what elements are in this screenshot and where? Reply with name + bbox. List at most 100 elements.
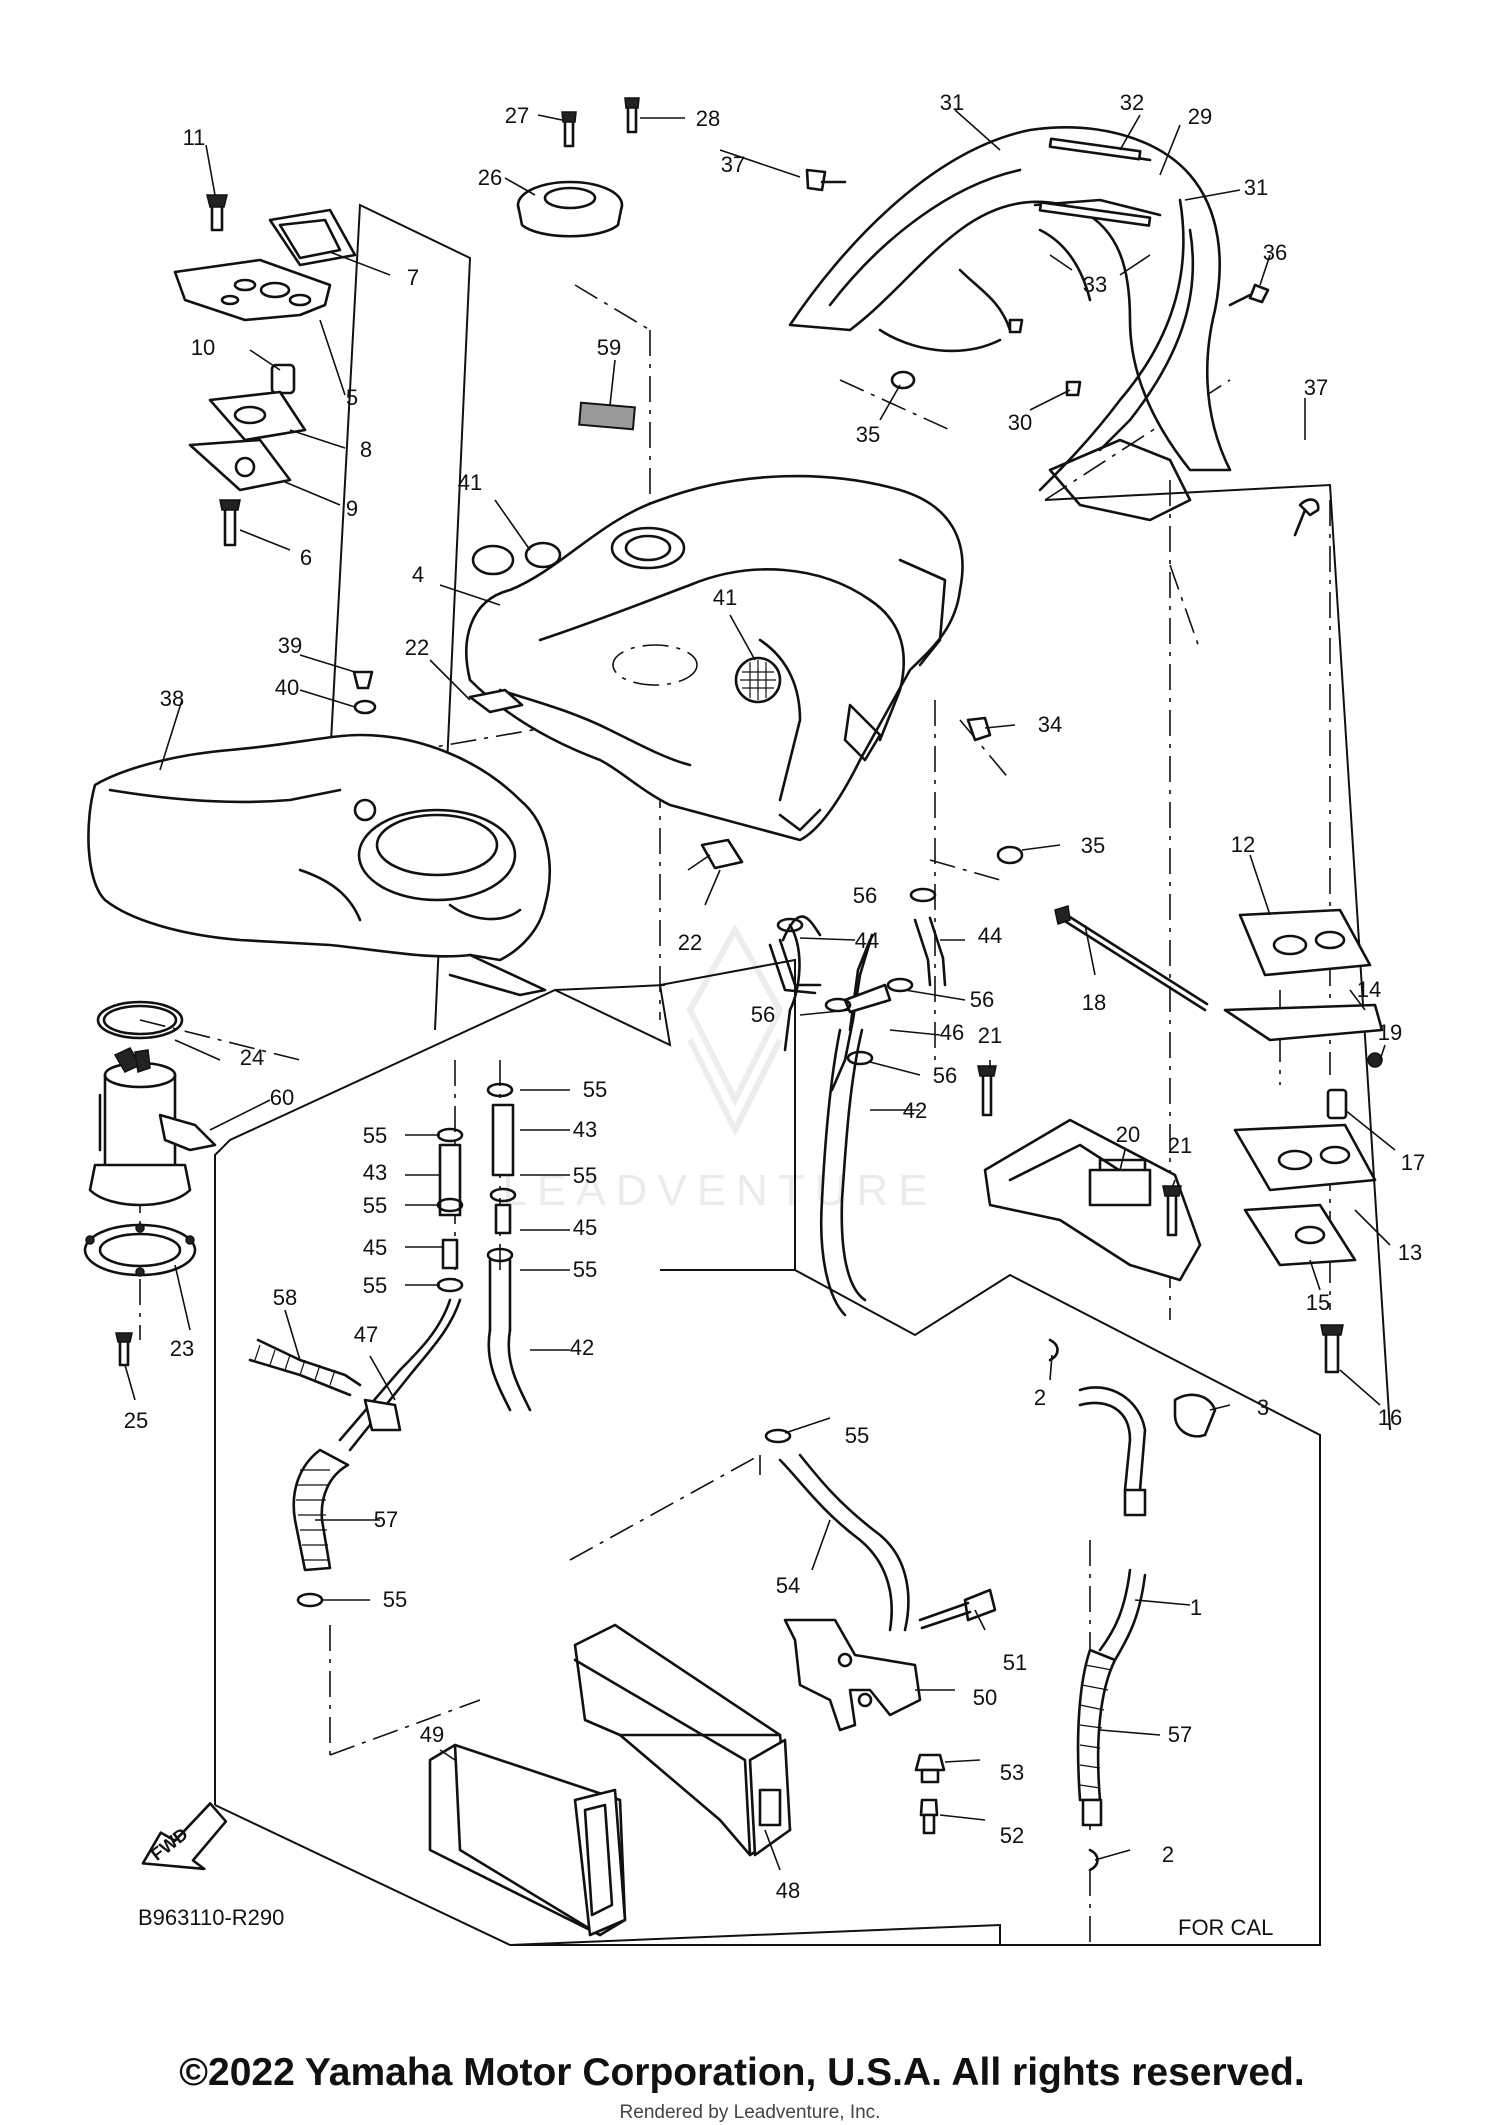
callout-3: 3 [1257, 1395, 1269, 1420]
bracket-assembly-left [173, 194, 357, 547]
callout-55-l1: 55 [363, 1123, 387, 1148]
callout-22-upper: 22 [405, 635, 429, 660]
callout-31-left: 31 [940, 90, 964, 115]
inner-fuel-tank [87, 733, 551, 997]
callout-55-r1: 55 [583, 1077, 607, 1102]
callout-37-left: 37 [721, 152, 745, 177]
callout-36: 36 [1263, 240, 1287, 265]
callout-18: 18 [1082, 990, 1106, 1015]
callout-55-canister: 55 [845, 1423, 869, 1448]
callout-57-left: 57 [374, 1507, 398, 1532]
copyright-notice: ©2022 Yamaha Motor Corporation, U.S.A. A… [179, 2051, 1304, 2094]
callout-45-left: 45 [363, 1235, 387, 1260]
callout-17: 17 [1401, 1150, 1425, 1175]
callout-58: 58 [273, 1285, 297, 1310]
callout-2-lower: 2 [1162, 1842, 1174, 1867]
leader-lines [124, 109, 1396, 1871]
callout-56-mid-left: 56 [751, 1002, 775, 1027]
callout-33: 33 [1083, 272, 1107, 297]
callout-57-right: 57 [1168, 1722, 1192, 1747]
callout-38: 38 [160, 686, 184, 711]
callout-46: 46 [940, 1020, 964, 1045]
callout-45-right: 45 [573, 1215, 597, 1240]
callout-24: 24 [240, 1045, 264, 1070]
callout-1: 1 [1190, 1595, 1202, 1620]
callout-56-lower: 56 [933, 1063, 957, 1088]
hose-clamps [296, 887, 1217, 1872]
tank-cover [465, 474, 964, 842]
callout-31-right: 31 [1244, 175, 1268, 200]
rendered-by-notice: Rendered by Leadventure, Inc. [620, 2102, 881, 2123]
fuel-cap-assembly [516, 97, 640, 431]
callout-34: 34 [1038, 712, 1062, 737]
callout-54: 54 [776, 1573, 800, 1598]
variant-label: FOR CAL [1178, 1915, 1273, 1940]
callout-9: 9 [346, 496, 358, 521]
callout-55-r3: 55 [573, 1257, 597, 1282]
callout-43-left: 43 [363, 1160, 387, 1185]
callout-59: 59 [597, 335, 621, 360]
callout-32: 32 [1120, 90, 1144, 115]
callout-60: 60 [270, 1085, 294, 1110]
callout-13: 13 [1398, 1240, 1422, 1265]
callout-8: 8 [360, 437, 372, 462]
callout-4: 4 [412, 562, 424, 587]
callout-55-l3: 55 [363, 1273, 387, 1298]
callout-26: 26 [478, 165, 502, 190]
callout-6: 6 [300, 545, 312, 570]
callout-50: 50 [973, 1685, 997, 1710]
callout-47: 47 [354, 1322, 378, 1347]
callout-5: 5 [346, 385, 358, 410]
callout-55-l2: 55 [363, 1193, 387, 1218]
leadventure-watermark: LEADVENTURE [502, 923, 937, 1215]
callout-21-left: 21 [978, 1023, 1002, 1048]
callout-14: 14 [1357, 977, 1381, 1002]
callout-12: 12 [1231, 832, 1255, 857]
callout-56-top: 56 [853, 883, 877, 908]
callout-40: 40 [275, 675, 299, 700]
bracket-assembly-right [977, 905, 1384, 1374]
callout-43-right: 43 [573, 1117, 597, 1142]
callout-11: 11 [183, 125, 206, 150]
callout-23: 23 [170, 1336, 194, 1361]
callout-55-bottom: 55 [383, 1587, 407, 1612]
callout-44-right: 44 [978, 923, 1002, 948]
callout-42-lower: 42 [570, 1335, 594, 1360]
callout-28: 28 [696, 106, 720, 131]
callout-41-right: 41 [713, 585, 737, 610]
grommets-and-clips [352, 370, 1024, 870]
hoses-and-tubes [248, 915, 1147, 1827]
callout-37-right: 37 [1304, 375, 1328, 400]
callout-25: 25 [124, 1408, 148, 1433]
callout-labels: 1 2 2 3 4 5 6 7 8 9 10 11 12 13 14 15 16… [124, 90, 1425, 1903]
callout-39: 39 [278, 633, 302, 658]
callout-21-right: 21 [1168, 1133, 1192, 1158]
callout-49: 49 [420, 1722, 444, 1747]
seat-cowl [788, 126, 1232, 522]
callout-30: 30 [1008, 410, 1032, 435]
callout-20: 20 [1116, 1122, 1140, 1147]
callout-41-left: 41 [458, 470, 482, 495]
charcoal-canister-assembly [428, 1588, 997, 1937]
forward-direction-arrow: FWD [141, 1802, 228, 1871]
diagram-code: B963110-R290 [138, 1905, 284, 1930]
watermark-text: LEADVENTURE [502, 1166, 937, 1215]
callout-55-r2: 55 [573, 1163, 597, 1188]
callout-44-left: 44 [855, 928, 879, 953]
callout-35-lower: 35 [1081, 833, 1105, 858]
callout-35-upper: 35 [856, 422, 880, 447]
callout-27: 27 [505, 103, 529, 128]
fuel-pump-assembly [83, 1000, 217, 1367]
callout-16: 16 [1378, 1405, 1402, 1430]
callout-19: 19 [1378, 1020, 1402, 1045]
assembly-frames [214, 203, 1391, 1947]
callout-42-upper: 42 [903, 1098, 927, 1123]
fasteners-misc [805, 168, 1320, 537]
callout-56-mid-right: 56 [970, 987, 994, 1012]
callout-22-lower: 22 [678, 930, 702, 955]
callout-51: 51 [1003, 1650, 1027, 1675]
callout-53: 53 [1000, 1760, 1024, 1785]
callout-2-upper: 2 [1034, 1385, 1046, 1410]
callout-29: 29 [1188, 104, 1212, 129]
